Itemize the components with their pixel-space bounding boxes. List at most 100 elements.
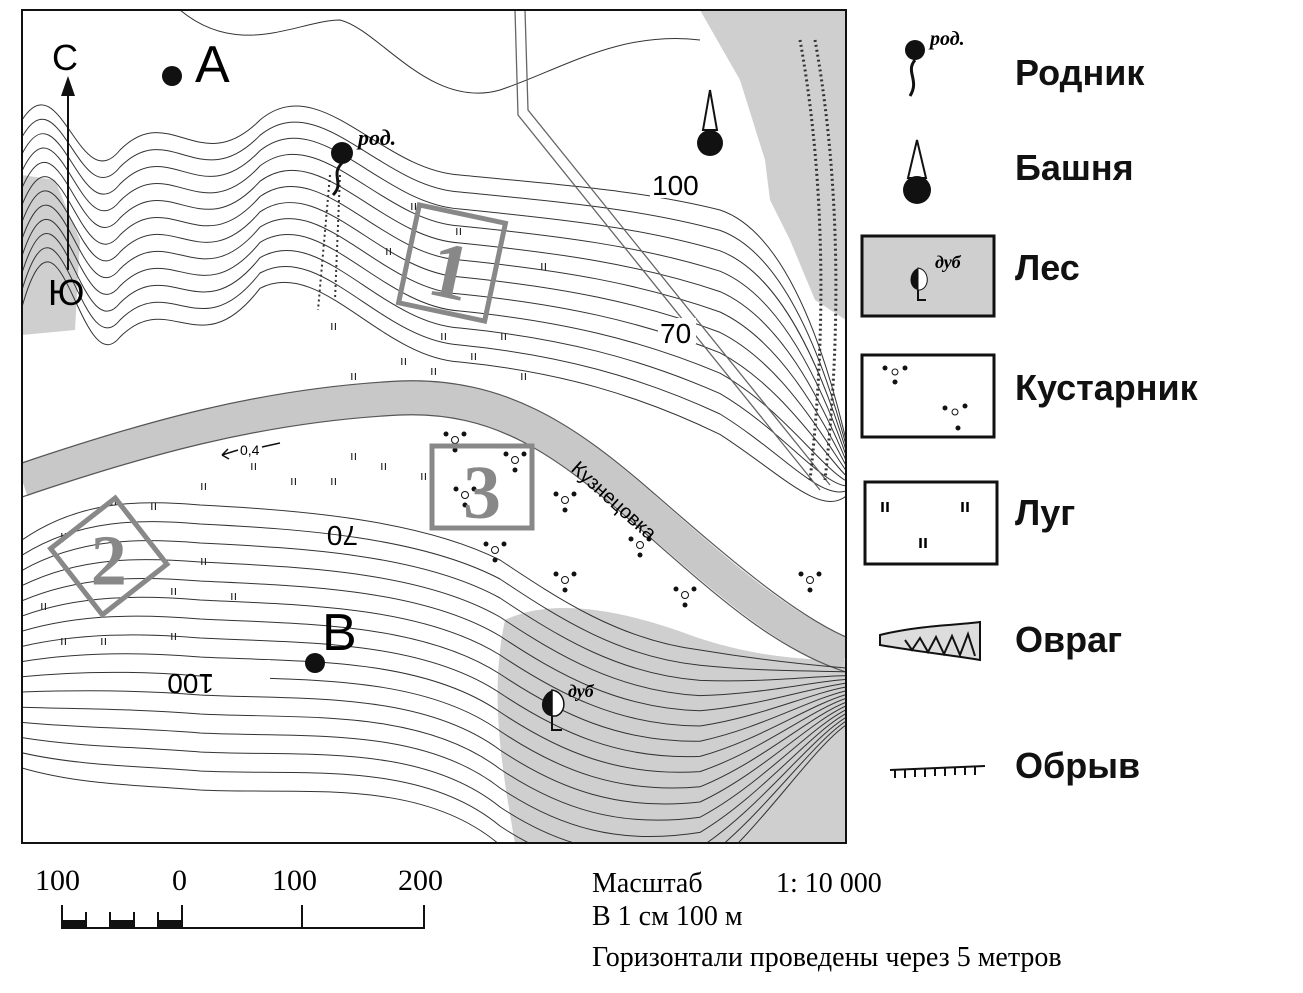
meadow-mark: ıı [470, 348, 477, 363]
area-2-label: 2 [91, 520, 127, 600]
area-3-label: 3 [463, 451, 501, 535]
contour-line-north [22, 261, 846, 502]
scale-per-cm: В 1 см 100 м [592, 901, 743, 932]
contour-line-south [22, 521, 846, 673]
scale-title: Масштаб [592, 868, 703, 899]
shrub-icon [443, 431, 467, 453]
contour-line-south [22, 690, 846, 805]
shrub-icon [798, 571, 822, 593]
meadow-mark: ıı [430, 363, 437, 378]
contour-line-south [22, 596, 846, 727]
meadow-mark: ıı [440, 328, 447, 343]
contour-line-north [22, 104, 846, 441]
scale-tick-100-left: 100 [35, 864, 80, 897]
legend-spring-sublabel: род. [928, 28, 965, 50]
legend-forest-label: Лес [1015, 247, 1080, 288]
meadow-mark: ıı [350, 448, 357, 463]
contour-line-south [22, 502, 846, 669]
contour-line-south [22, 671, 846, 789]
forest-bottom [497, 608, 846, 843]
legend-meadow-label: Луг [1015, 492, 1075, 533]
meadow-mark: ıı [540, 258, 547, 273]
contour-line-south [22, 558, 846, 697]
legend-shrub-label: Кустарник [1015, 367, 1199, 408]
meadow-mark: ıı [385, 243, 392, 258]
contour-line-north [22, 233, 846, 487]
river-speed: 0,4 [240, 442, 260, 458]
scale-ratio: 1: 10 000 [776, 868, 882, 899]
contour-line-north [22, 161, 846, 461]
contour-lines [22, 10, 846, 843]
contour-label-70-top: 70 [660, 318, 691, 349]
compass-south: Ю [48, 272, 84, 313]
point-a-marker [162, 66, 182, 86]
river [22, 380, 846, 671]
legend-meadow-icon: ıı ıı ıı [863, 480, 999, 566]
meadow-mark: ıı [40, 598, 47, 613]
contour-line-north [22, 190, 846, 471]
contour-line-top [179, 10, 701, 94]
legend-ravine-label: Овраг [1015, 619, 1122, 660]
legend-shrub-icon [860, 353, 996, 439]
forest-top-right [700, 10, 846, 320]
contour-line-south [22, 713, 846, 838]
meadow-mark: ıı [150, 498, 157, 513]
contour-line-north [22, 204, 846, 477]
forest-left [22, 175, 80, 335]
meadow-mark: ıı [420, 468, 427, 483]
meadow-mark: ıı [200, 553, 207, 568]
svg-text:ıı: ıı [880, 496, 890, 516]
oak-icon [541, 689, 565, 731]
shrub-marks [443, 431, 822, 608]
meadow-mark: ıı [410, 198, 417, 213]
contour-line-south [22, 615, 846, 742]
spring-label: род. [356, 125, 396, 150]
shrub-icon [483, 541, 507, 563]
spring-icon [331, 142, 353, 197]
shrub-icon [553, 571, 577, 593]
shrub-icon [628, 536, 652, 558]
meadow-mark: ıı [170, 583, 177, 598]
contour-line-south [22, 540, 846, 682]
meadow-mark: ıı [520, 368, 527, 383]
scale-tick-100: 100 [272, 864, 317, 897]
scale-bar: 100 0 100 200 Масштаб 1: 10 000 В 1 см 1… [35, 864, 1062, 973]
legend-forest-sublabel: дуб [935, 252, 962, 272]
compass-north: С [52, 37, 78, 78]
scale-tick-0: 0 [172, 864, 187, 897]
meadow-mark: ıı [170, 628, 177, 643]
legend: род. Родник Башня дуб Лес Кустарник ıı ı… [860, 28, 1199, 786]
legend-ravine-icon [879, 620, 981, 662]
north-arrow-icon [61, 76, 75, 96]
meadow-mark: ıı [380, 458, 387, 473]
meadow-mark: ıı [500, 328, 507, 343]
shrub-icon [553, 491, 577, 513]
shrub-icon [503, 451, 527, 473]
legend-tower-icon [903, 139, 931, 204]
oak-label: дуб [568, 681, 595, 701]
svg-text:ıı: ıı [918, 532, 928, 552]
contour-line-south [22, 706, 846, 821]
contour-line-south [22, 720, 846, 843]
point-b-marker [305, 653, 325, 673]
map-frame [21, 9, 847, 844]
tower-icon [697, 89, 723, 156]
contour-label-70-bottom: 70 [327, 520, 358, 551]
contour-line-north [22, 247, 846, 493]
area-2[interactable]: 2 [47, 494, 171, 619]
contour-line-north [22, 119, 846, 446]
point-b-label: B [322, 604, 357, 662]
svg-text:ıı: ıı [960, 496, 970, 516]
area-3[interactable]: 3 [429, 443, 535, 535]
contour-line-south [22, 634, 846, 758]
river-flow-arrow-icon [221, 442, 281, 460]
meadow-mark: ıı [400, 353, 407, 368]
road [514, 10, 821, 491]
scale-tick-200: 200 [398, 864, 443, 897]
contour-line-south [22, 653, 846, 773]
contour-line-north [22, 218, 846, 482]
point-a-label: A [195, 36, 230, 94]
